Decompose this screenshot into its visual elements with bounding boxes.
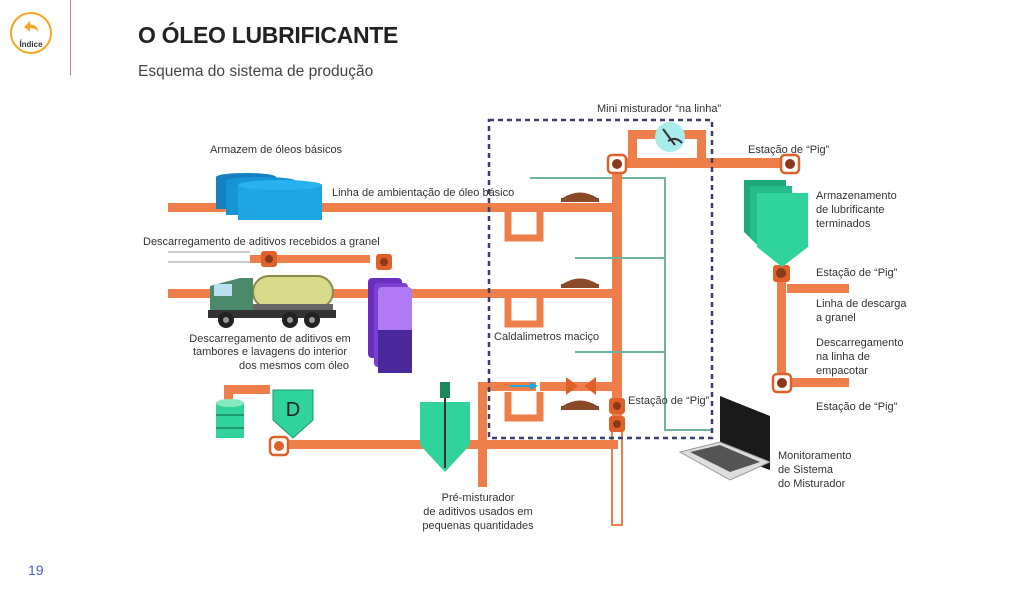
label-descarregamento-granel: Descarregamento de aditivos recebidos a …	[143, 236, 380, 248]
label-armazenamento-3: terminados	[816, 218, 871, 230]
label-linha-descarga-2: a granel	[816, 312, 856, 324]
label-empacotar-1: Descarregamento	[816, 337, 903, 349]
mixer-boundary	[487, 118, 714, 440]
flow-arrow	[510, 382, 538, 390]
page-title: O ÓLEO LUBRIFICANTE	[138, 22, 399, 48]
d-hopper: D	[272, 389, 314, 439]
label-estacao-pig-right: Estação de “Pig”	[816, 267, 898, 279]
label-tambores-2: tambores e lavagens do interior	[193, 346, 347, 358]
label-monitoramento-1: Monitoramento	[778, 450, 851, 462]
label-monitoramento-3: do Misturador	[778, 478, 846, 490]
base-oil-tanks	[216, 173, 322, 220]
label-pre-misturador-1: Pré-misturador	[442, 492, 515, 504]
label-empacotar-3: empacotar	[816, 365, 868, 377]
mini-mixer	[655, 122, 685, 152]
pig-stations	[261, 153, 801, 457]
label-pre-misturador-2: de aditivos usados em	[423, 506, 532, 518]
pre-mixer	[420, 382, 470, 472]
label-pre-misturador-3: pequenas quantidades	[422, 520, 534, 532]
laptop	[678, 396, 772, 481]
label-estacao-pig-center: Estação de “Pig”	[628, 395, 710, 407]
tanker-truck	[208, 275, 336, 328]
page-number: 19	[28, 562, 44, 578]
back-arrow-icon	[24, 21, 38, 32]
page-subtitle: Esquema do sistema de produção	[138, 63, 374, 80]
label-estacao-pig-bottom: Estação de “Pig”	[816, 401, 898, 413]
label-armazenamento-2: de lubrificante	[816, 204, 885, 216]
label-mini-misturador: Mini misturador “na linha”	[597, 103, 721, 115]
valve	[566, 377, 596, 395]
tank-letter-label: D	[286, 399, 300, 421]
label-armazenamento-1: Armazenamento	[816, 190, 897, 202]
label-monitoramento-2: de Sistema	[778, 464, 834, 476]
label-linha-ambientacao: Linha de ambientação de óleo básico	[332, 187, 514, 199]
label-empacotar-2: na linha de	[816, 351, 870, 363]
indice-button[interactable]: Índice	[10, 12, 52, 54]
additive-drum-tanks	[368, 278, 412, 373]
label-tambores-3: dos mesmos com óleo	[239, 360, 349, 372]
indice-label: Índice	[19, 40, 43, 49]
label-tambores-1: Descarregamento de aditivos em	[189, 333, 350, 345]
label-linha-descarga-1: Linha de descarga	[816, 298, 907, 310]
header-divider	[70, 0, 71, 75]
label-estacao-pig-top: Estação de “Pig”	[748, 144, 830, 156]
finished-lubricant-tanks	[744, 180, 808, 267]
u-bends	[504, 212, 544, 422]
additive-drum	[216, 399, 244, 438]
flow-meters	[561, 192, 599, 410]
label-caldalimetros: Caldalimetros maciço	[494, 331, 599, 343]
label-armazem: Armazem de óleos básicos	[210, 144, 343, 156]
